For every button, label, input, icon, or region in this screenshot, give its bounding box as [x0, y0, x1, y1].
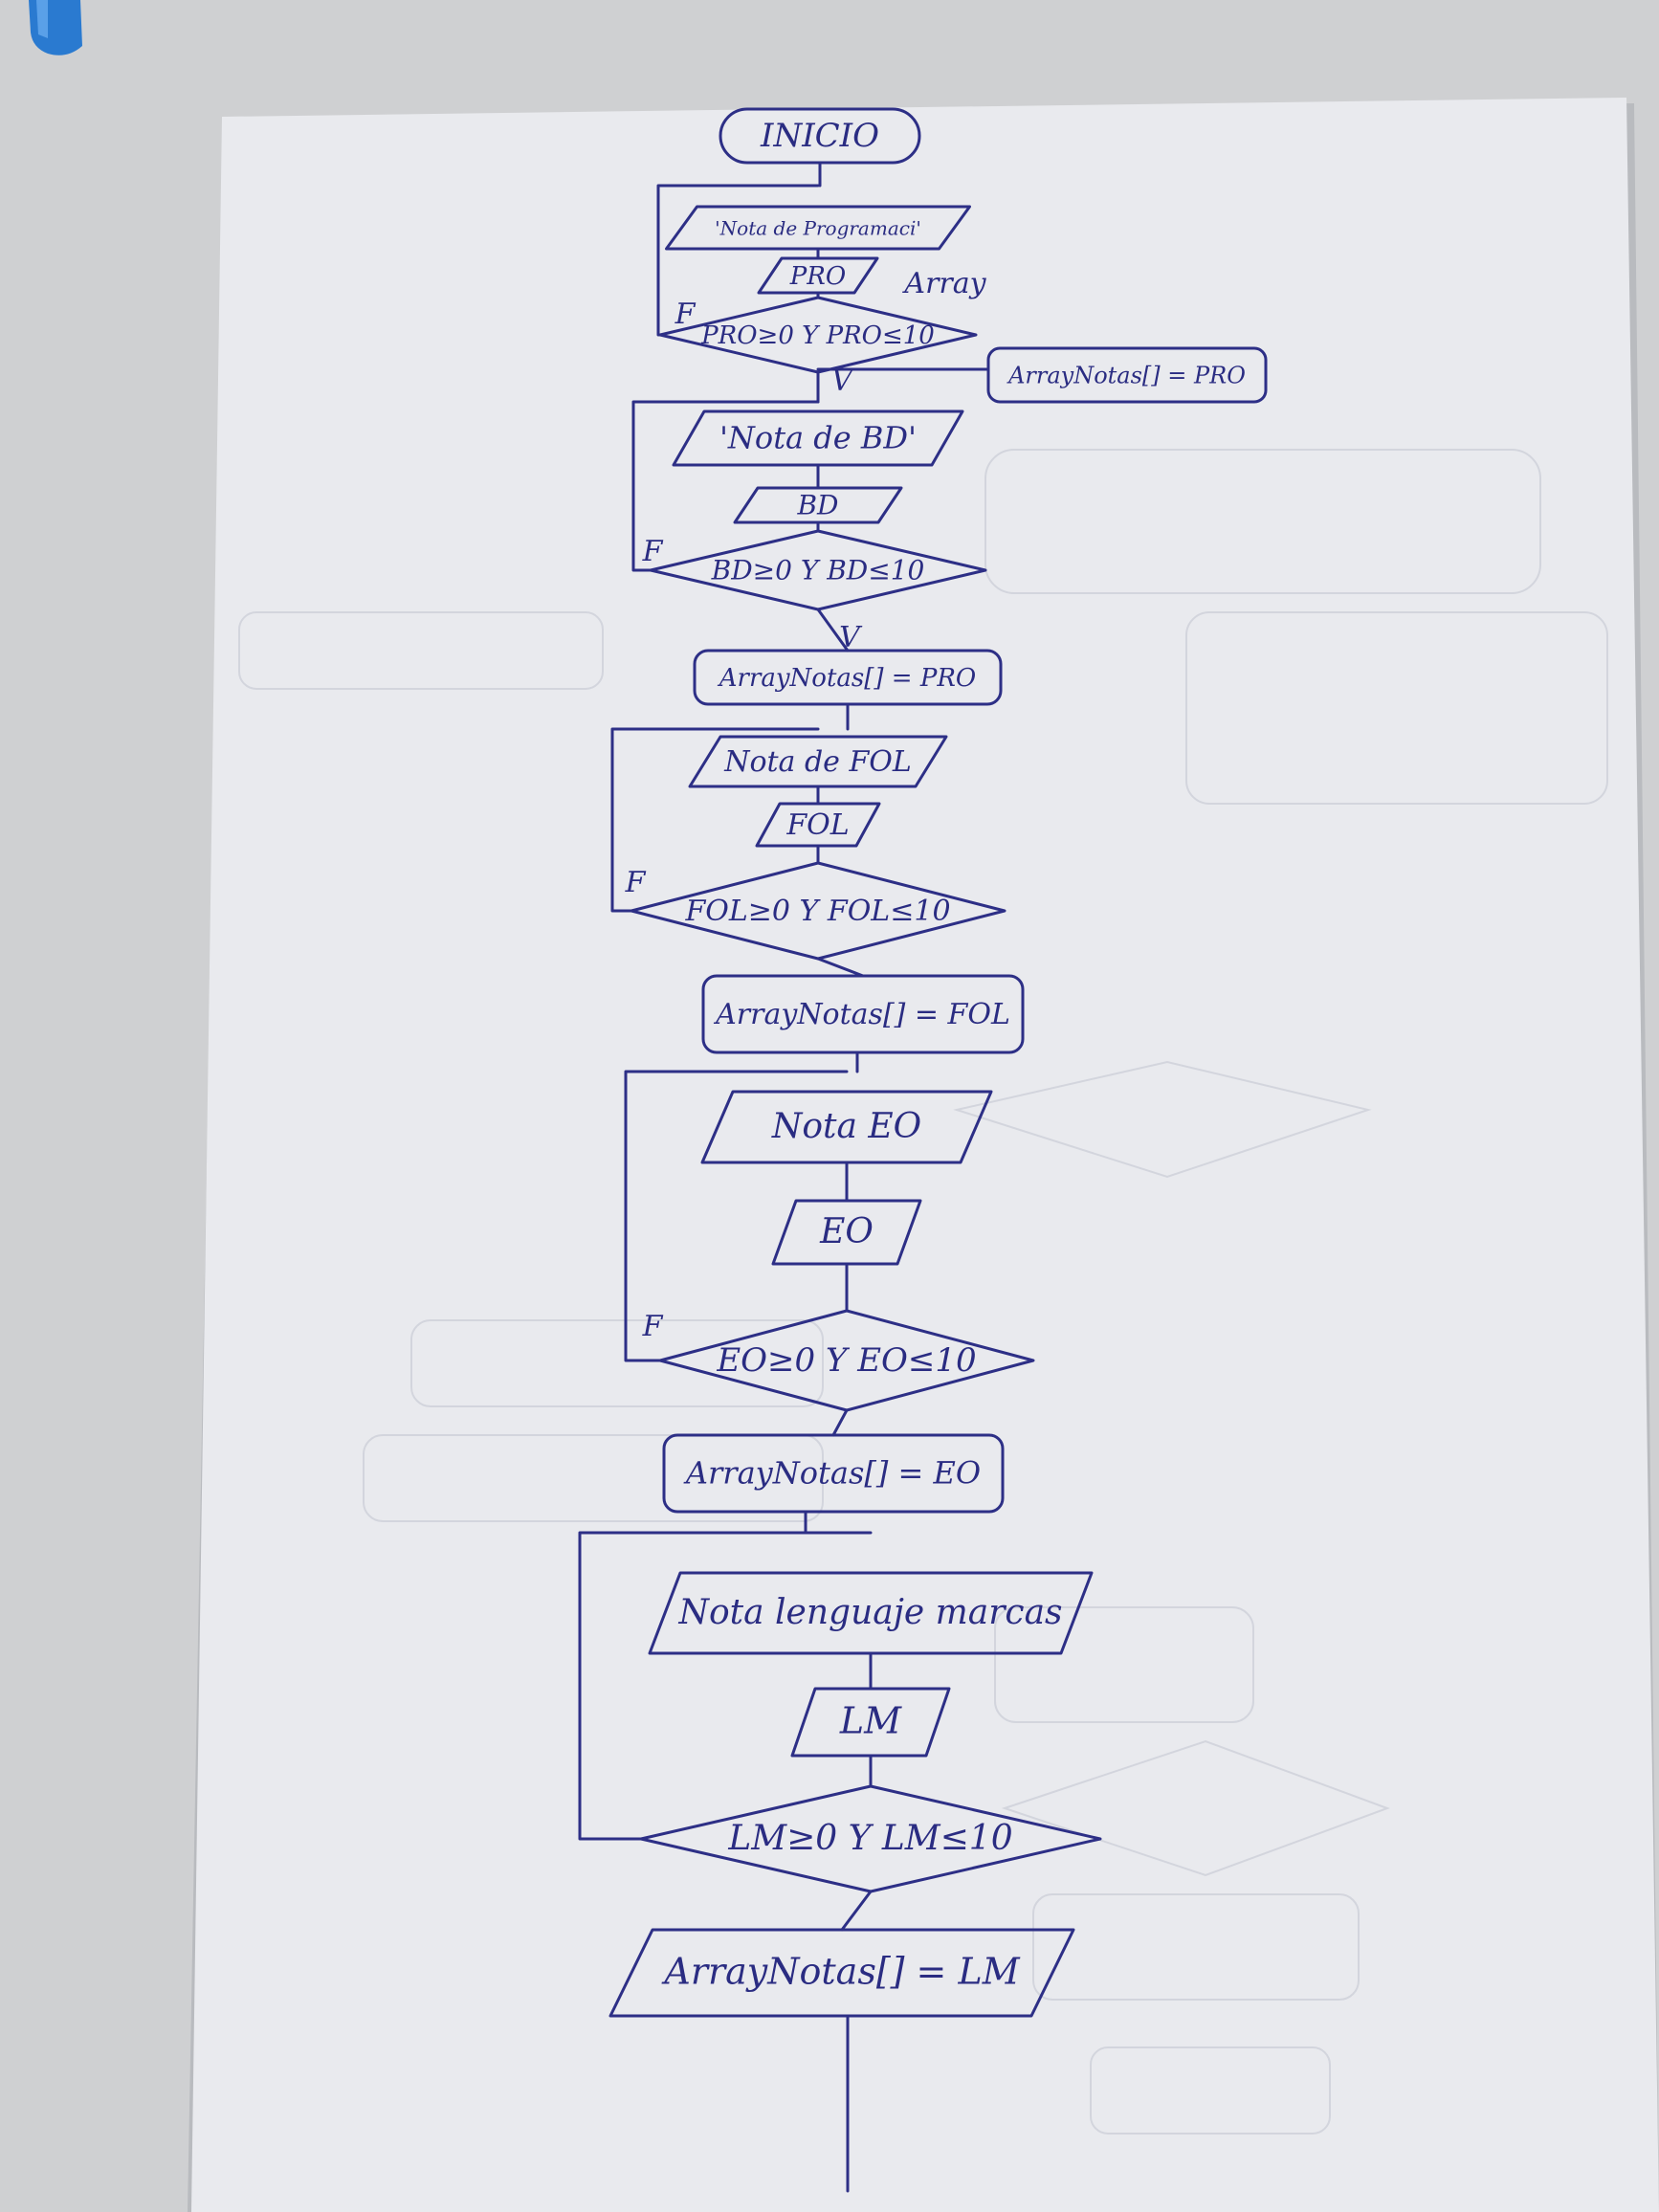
block-2-decision-shape — [649, 529, 987, 611]
block-4-prompt-label: Nota EO — [771, 1107, 921, 1146]
block-4-false-label: F — [642, 1310, 664, 1343]
block-4-false-loop — [624, 1070, 849, 1362]
block-2-prompt-label: 'Nota de BD' — [719, 420, 917, 456]
block-5-connector-decision-assign — [840, 1890, 873, 1932]
block-1-assign-label: ArrayNotas[] = PRO — [1006, 363, 1246, 389]
block-4-assign-label: ArrayNotas[] = EO — [683, 1455, 981, 1492]
marker-cap — [29, 0, 82, 55]
block-3-false-loop — [610, 727, 820, 913]
block-3-decision-shape — [630, 861, 1006, 961]
block-1-decision-label: PRO≥0 Y PRO≤10 — [700, 321, 935, 350]
block-1-false-label: F — [675, 298, 697, 331]
block-1-true-label: V — [831, 365, 855, 398]
block-5-prompt-label: Nota lenguaje marcas — [677, 1593, 1062, 1632]
block-3-input-shape — [755, 802, 881, 848]
block-5-assign-shape — [608, 1928, 1075, 2018]
marker-highlight — [36, 0, 48, 38]
block-4-decision-shape — [658, 1309, 1035, 1412]
block-5-input-label: LM — [839, 1700, 902, 1742]
block-3-input-label: FOL — [785, 808, 849, 842]
block-1-prompt-shape — [665, 205, 971, 251]
block-2-assign-label: ArrayNotas[] = PRO — [718, 664, 977, 693]
block-2-prompt-shape — [672, 409, 964, 467]
block-4-input-label: EO — [819, 1212, 874, 1251]
block-2-input-label: BD — [796, 490, 838, 521]
block-4-assign-shape — [662, 1433, 1005, 1514]
block-4-prompt-shape — [700, 1090, 993, 1164]
block-1-prompt-label: 'Nota de Programaci' — [715, 217, 921, 240]
block-2-false-label: F — [642, 535, 664, 568]
block-1-scribble: Array — [901, 267, 986, 300]
block-3-assign-label: ArrayNotas[] = FOL — [713, 998, 1010, 1031]
block-4-decision-label: EO≥0 Y EO≤10 — [716, 1341, 976, 1380]
block-2-connector-decision-assign — [816, 608, 850, 653]
block-5-decision-shape — [639, 1784, 1102, 1893]
block-5-false-loop — [578, 1531, 873, 1841]
bleed-through — [238, 449, 1608, 2135]
block-2-decision-label: BD≥0 Y BD≤10 — [711, 555, 925, 586]
block-1-decision-shape — [658, 296, 978, 374]
block-3-prompt-label: Nota de FOL — [723, 745, 912, 779]
block-4-connector-decision-assign — [831, 1408, 849, 1437]
paper-sheet — [191, 98, 1659, 2212]
block-3-prompt-shape — [688, 735, 948, 788]
block-1-input-label: PRO — [789, 262, 846, 291]
start-label: INICIO — [760, 117, 879, 155]
block-5-decision-label: LM≥0 Y LM≤10 — [727, 1819, 1012, 1858]
block-2-input-shape — [733, 486, 903, 524]
block-5-input-shape — [790, 1687, 951, 1758]
block-3-connector-decision-assign — [816, 957, 865, 978]
block-4-input-shape — [771, 1199, 922, 1266]
block-2-true-label: V — [839, 621, 863, 654]
block-5-assign-label: ArrayNotas[] = LM — [661, 1951, 1020, 1993]
block-3-assign-shape — [701, 974, 1025, 1054]
block-3-false-label: F — [625, 866, 647, 899]
block-5-prompt-shape — [648, 1571, 1094, 1655]
block-2-false-loop — [631, 400, 820, 572]
block-1-false-loop — [656, 184, 820, 337]
block-1-assign-shape — [986, 346, 1268, 404]
block-3-decision-label: FOL≥0 Y FOL≤10 — [684, 895, 950, 928]
block-1-input-shape — [757, 256, 879, 295]
